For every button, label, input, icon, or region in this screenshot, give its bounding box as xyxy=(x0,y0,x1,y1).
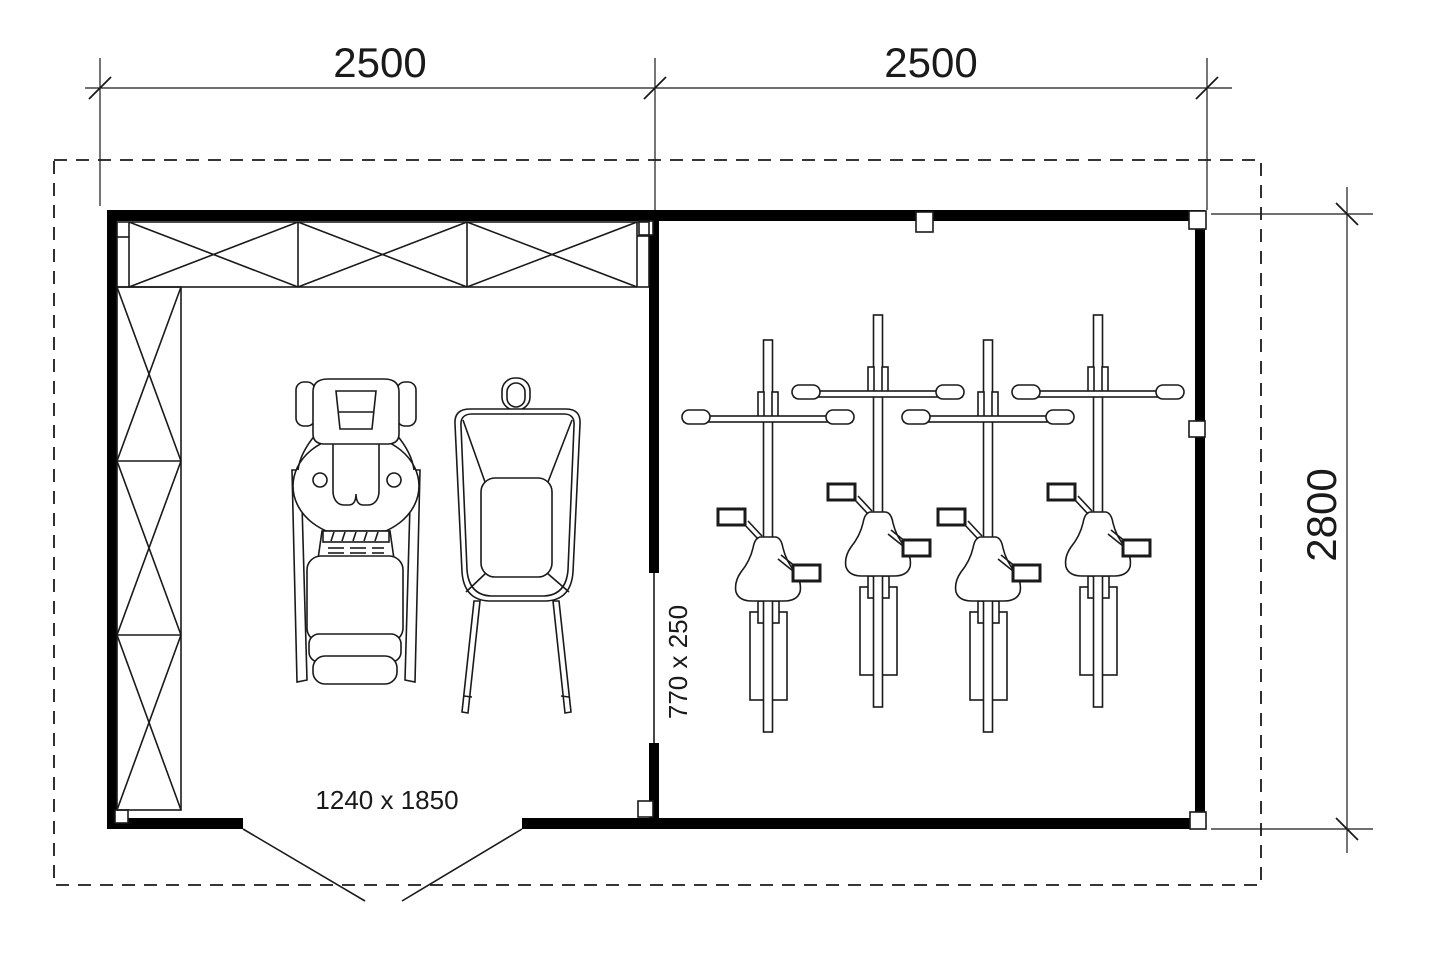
dimension-tick xyxy=(643,76,667,100)
bike-4 xyxy=(1010,313,1186,709)
dim-label-top-right: 2500 xyxy=(884,39,978,86)
door-swing xyxy=(242,828,523,902)
x-brace xyxy=(116,460,182,636)
mower-grille xyxy=(335,390,377,430)
post-marker xyxy=(1189,811,1207,830)
mower-grass-bag xyxy=(306,555,404,643)
door-size-label: 1240 x 1850 xyxy=(315,785,459,815)
wheelbarrow xyxy=(454,377,581,714)
mower-vent-band xyxy=(322,530,390,543)
left-shelf xyxy=(116,286,182,811)
x-brace xyxy=(116,286,182,462)
post-marker xyxy=(114,809,129,824)
dimension-tick xyxy=(88,76,112,100)
post-marker xyxy=(1188,210,1207,230)
mower-vents xyxy=(328,531,384,554)
wall-right xyxy=(1195,210,1205,829)
post-marker xyxy=(1188,420,1206,438)
post-marker xyxy=(915,211,934,233)
mower-front-wheel xyxy=(295,381,316,427)
wall-partition-upper xyxy=(649,221,659,573)
wheelbarrow-tub-bottom xyxy=(480,477,553,578)
bike-3 xyxy=(900,338,1076,734)
dimension-tick xyxy=(1335,202,1359,226)
mower-deck-bolt xyxy=(312,472,328,488)
wall-bottom-left xyxy=(107,818,243,829)
wheelbarrow-handle xyxy=(552,600,572,714)
post-marker xyxy=(638,220,654,236)
wall-post-markers xyxy=(114,210,1207,830)
mower-front-wheel xyxy=(396,381,417,427)
dimension-tick xyxy=(1335,817,1359,841)
dimension-tick xyxy=(1195,76,1219,100)
wheelbarrow-wheel xyxy=(506,382,526,408)
roof-overhang-outline xyxy=(53,159,1262,886)
post-marker xyxy=(637,800,654,818)
wall-partition-lower xyxy=(649,743,659,829)
bike-1 xyxy=(680,338,856,734)
lawn-mower xyxy=(291,378,421,685)
wall-bottom-right xyxy=(659,818,1205,829)
x-brace xyxy=(466,221,638,288)
dimension-top xyxy=(85,58,1232,212)
wall-left xyxy=(107,210,117,829)
dim-label-right: 2800 xyxy=(1298,468,1345,562)
mower-deck-bolt xyxy=(386,472,402,488)
x-brace xyxy=(128,221,299,288)
wheelbarrow-tub-rim xyxy=(460,413,575,597)
walls xyxy=(107,210,1205,829)
dimension-right xyxy=(1211,187,1373,853)
dim-label-top-left: 2500 xyxy=(333,39,427,86)
x-brace xyxy=(116,634,182,811)
wall-bottom-mid xyxy=(522,818,659,829)
wall-top xyxy=(107,210,1205,221)
wheelbarrow-handle xyxy=(461,600,481,714)
x-brace xyxy=(297,221,468,288)
top-shelf xyxy=(116,221,650,288)
opening-size-label: 770 x 250 xyxy=(663,604,693,720)
mower-grass-bag-base xyxy=(312,655,398,685)
